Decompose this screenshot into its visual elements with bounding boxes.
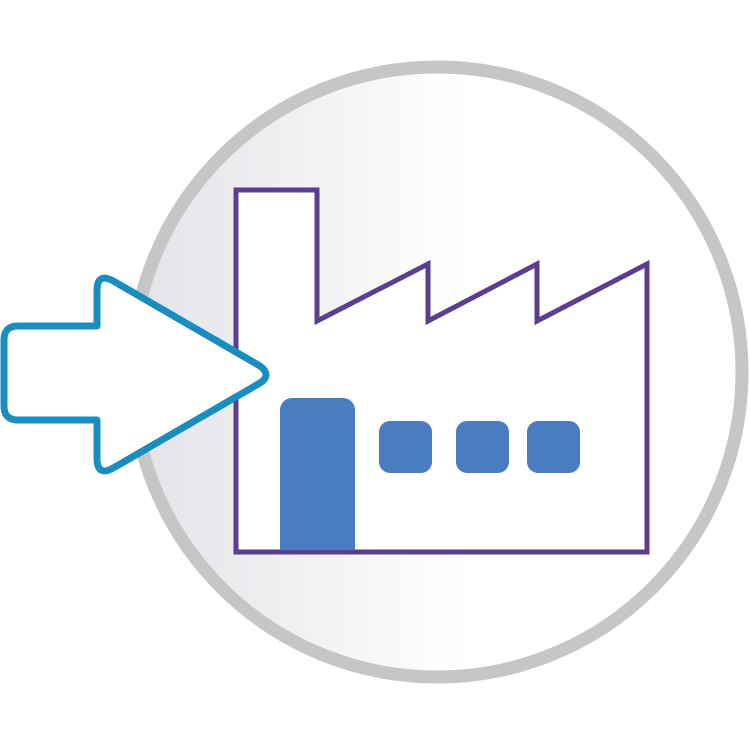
factory-icon [233, 187, 650, 555]
factory-window [379, 421, 432, 473]
factory-door-base [280, 430, 355, 550]
factory-window [456, 421, 509, 473]
arrow-right-icon [0, 274, 270, 475]
factory-window [527, 421, 580, 473]
